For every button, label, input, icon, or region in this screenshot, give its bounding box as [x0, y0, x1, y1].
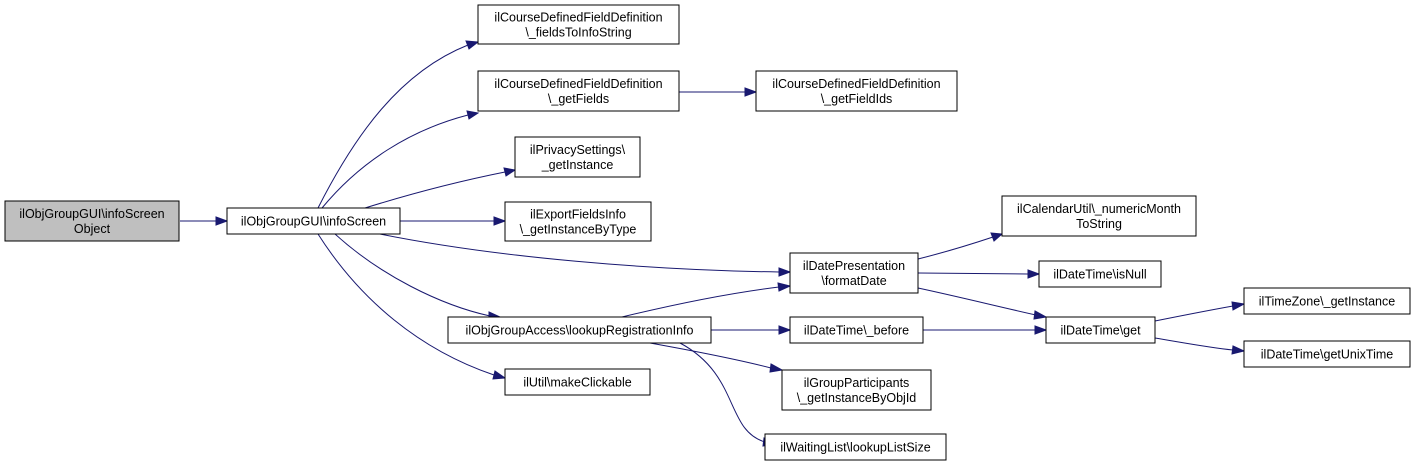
edge-info-screen-to-get-fields	[321, 110, 480, 209]
node-privacy-settings-get-instance[interactable]: ilPrivacySettings\_getInstance	[514, 136, 641, 178]
edge-root-to-info-screen	[180, 216, 229, 226]
node-timezone-get-instance[interactable]: ilTimeZone\_getInstance	[1243, 287, 1411, 315]
edge-info-screen-to-export-fields	[400, 216, 507, 226]
edge-info-screen-to-lookup-registration	[334, 233, 502, 321]
node-label-line: ilPrivacySettings\	[530, 143, 626, 157]
node-label-line: ilDateTime\get	[1060, 324, 1141, 338]
node-get-field-ids[interactable]: ilCourseDefinedFieldDefinition\_getField…	[755, 70, 958, 112]
node-get-fields[interactable]: ilCourseDefinedFieldDefinition\_getField…	[477, 70, 680, 112]
node-label-line: _getInstance	[541, 158, 614, 172]
node-label-line: ilDatePresentation	[803, 259, 905, 273]
node-datetime-before[interactable]: ilDateTime\_before	[789, 316, 924, 344]
node-label-line: ilDateTime\isNull	[1053, 268, 1146, 282]
node-is-null[interactable]: ilDateTime\isNull	[1038, 260, 1162, 288]
node-label-line: Object	[74, 222, 111, 236]
node-format-date[interactable]: ilDatePresentation\formatDate	[789, 252, 919, 294]
edge-lookup-registration-to-before	[711, 325, 792, 335]
node-label-line: ilCourseDefinedFieldDefinition	[494, 11, 662, 25]
node-label-line: ilDateTime\getUnixTime	[1261, 348, 1393, 362]
node-export-fields-info[interactable]: ilExportFieldsInfo\_getInstanceByType	[504, 201, 652, 242]
node-label-line: ilCourseDefinedFieldDefinition	[494, 77, 662, 91]
edge-datetime-get-to-timezone	[1154, 301, 1246, 322]
edge-info-screen-to-format-date	[379, 233, 792, 277]
node-get-unix-time[interactable]: ilDateTime\getUnixTime	[1243, 340, 1411, 368]
node-label-line: ilExportFieldsInfo	[530, 208, 626, 222]
node-make-clickable[interactable]: ilUtil\makeClickable	[504, 368, 651, 396]
node-label-line: ilObjGroupAccess\lookupRegistrationInfo	[466, 324, 694, 338]
edge-info-screen-to-privacy	[364, 167, 517, 209]
node-label-line: ilObjGroupGUI\infoScreen	[241, 215, 386, 229]
node-label-line: ilGroupParticipants	[804, 376, 910, 390]
edge-format-date-to-datetime-get	[917, 287, 1048, 320]
node-label-line: ToString	[1076, 217, 1122, 231]
edge-lookup-registration-to-group-participants	[649, 342, 784, 373]
edge-before-to-datetime-get	[923, 325, 1048, 335]
node-label-line: ilObjGroupGUI\infoScreen	[19, 207, 164, 221]
edge-get-fields-to-get-field-ids	[679, 87, 758, 97]
call-edges	[180, 40, 1246, 447]
edge-datetime-get-to-unix-time	[1154, 337, 1246, 355]
node-info-screen[interactable]: ilObjGroupGUI\infoScreen	[226, 207, 401, 235]
node-label-line: ilTimeZone\_getInstance	[1259, 295, 1395, 309]
node-lookup-registration-info[interactable]: ilObjGroupAccess\lookupRegistrationInfo	[447, 316, 712, 344]
node-label-line: ilDateTime\_before	[804, 324, 909, 338]
node-waiting-list[interactable]: ilWaitingList\lookupListSize	[764, 433, 947, 461]
edge-info-screen-to-fields-to-info-string	[317, 40, 480, 209]
node-label-line: \formatDate	[821, 274, 886, 288]
node-datetime-get[interactable]: ilDateTime\get	[1045, 316, 1156, 344]
node-label-line: ilCourseDefinedFieldDefinition	[772, 77, 940, 91]
edge-lookup-registration-to-format-date	[621, 282, 792, 318]
node-label-line: ilWaitingList\lookupListSize	[780, 441, 930, 455]
edge-info-screen-to-make-clickable	[317, 233, 507, 380]
edge-format-date-to-numeric-month	[917, 232, 1004, 260]
node-group-participants[interactable]: ilGroupParticipants\_getInstanceByObjId	[781, 369, 932, 411]
node-label-line: \_getInstanceByType	[520, 223, 637, 237]
node-label-line: \_fieldsToInfoString	[525, 26, 631, 40]
node-label-line: \_getFieldIds	[821, 92, 893, 106]
edge-format-date-to-is-null	[917, 269, 1041, 279]
node-label-line: \_getInstanceByObjId	[797, 391, 917, 405]
node-fields-to-info-string[interactable]: ilCourseDefinedFieldDefinition\_fieldsTo…	[477, 4, 680, 45]
node-label-line: ilCalendarUtil\_numericMonth	[1017, 202, 1181, 216]
node-label-line: \_getFields	[548, 92, 609, 106]
node-label-line: ilUtil\makeClickable	[523, 376, 631, 390]
